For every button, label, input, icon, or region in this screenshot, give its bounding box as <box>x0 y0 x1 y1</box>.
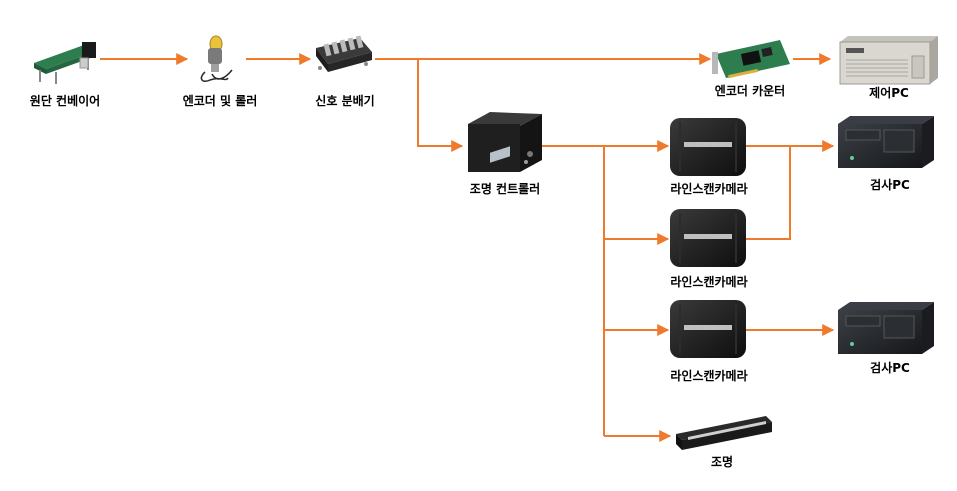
counter-board-icon <box>712 40 790 79</box>
connector-splitter-to-light-controller <box>417 59 464 152</box>
label-camera-3: 라인스캔카메라 <box>670 369 748 383</box>
connectors <box>100 53 835 442</box>
conveyor-belt-icon <box>34 42 96 84</box>
camera-2-body <box>670 209 746 267</box>
bar-light-icon <box>676 416 772 450</box>
light-controller-icon <box>468 112 542 172</box>
inspection-pc-2-body <box>838 302 934 354</box>
inspection-pc-1-body <box>838 116 934 168</box>
label-encoder-roller: 엔코더 및 롤러 <box>182 94 258 108</box>
label-light-controller: 조명 컨트롤러 <box>469 182 541 196</box>
camera-3-body <box>670 300 746 358</box>
encoder-roller-icon <box>200 35 233 83</box>
label-inspection-pc-1: 검사PC <box>870 178 910 192</box>
label-signal-splitter: 신호 분배기 <box>315 94 375 108</box>
signal-splitter-icon <box>316 35 372 72</box>
camera-1-body <box>670 118 746 176</box>
label-camera-2: 라인스캔카메라 <box>670 275 748 289</box>
label-camera-1: 라인스캔카메라 <box>670 182 748 196</box>
connector-camera-2-to-inspection-pc-1 <box>745 146 791 240</box>
label-lighting: 조명 <box>710 455 734 469</box>
label-inspection-pc-2: 검사PC <box>870 361 910 375</box>
label-encoder-counter: 엔코더 카운터 <box>714 84 786 98</box>
label-conveyor: 원단 컨베이어 <box>29 94 101 108</box>
industrial-pc-icon <box>839 36 938 85</box>
label-control-pc: 제어PC <box>869 86 909 100</box>
